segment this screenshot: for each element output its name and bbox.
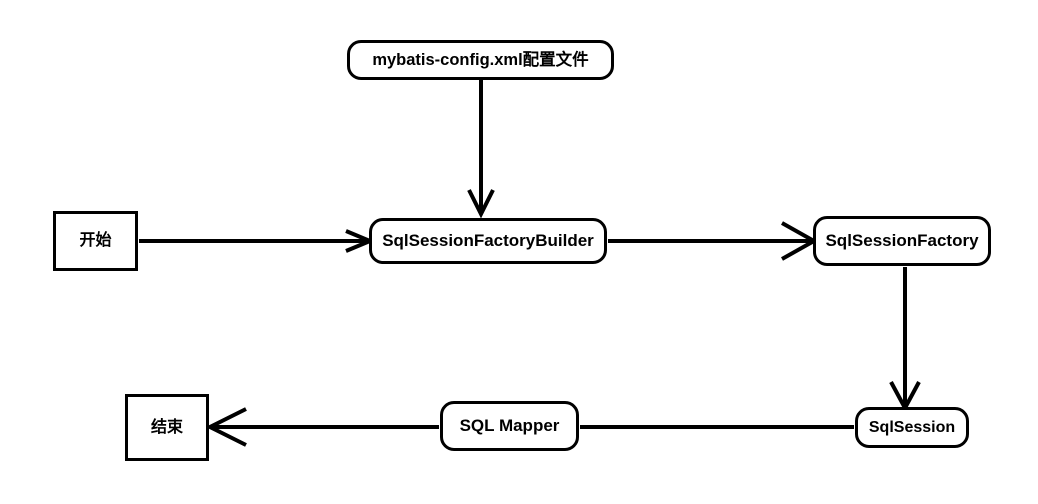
node-mybatis-config-xml[interactable]: mybatis-config.xml配置文件	[347, 40, 614, 80]
edge-builder-to-factory	[608, 221, 819, 261]
edge-sqlmapper-to-end	[205, 407, 439, 447]
node-label: SQL Mapper	[459, 415, 560, 435]
node-label: SqlSession	[868, 418, 956, 436]
edge-config-to-builder	[467, 80, 495, 219]
edge-factory-to-sqlsession	[889, 267, 921, 413]
node-sql-session[interactable]: SqlSession	[855, 407, 969, 448]
node-label: mybatis-config.xml配置文件	[372, 50, 589, 69]
node-label: 结束	[150, 418, 183, 436]
edge-start-to-builder	[139, 229, 376, 253]
node-sql-session-factory[interactable]: SqlSessionFactory	[813, 216, 991, 266]
node-sql-session-factory-builder[interactable]: SqlSessionFactoryBuilder	[369, 218, 607, 264]
node-label: SqlSessionFactoryBuilder	[382, 230, 594, 250]
node-label: 开始	[79, 232, 112, 250]
node-label: SqlSessionFactory	[825, 230, 979, 250]
node-end[interactable]: 结束	[125, 394, 209, 461]
node-sql-mapper[interactable]: SQL Mapper	[440, 401, 579, 451]
node-start[interactable]: 开始	[53, 211, 138, 271]
